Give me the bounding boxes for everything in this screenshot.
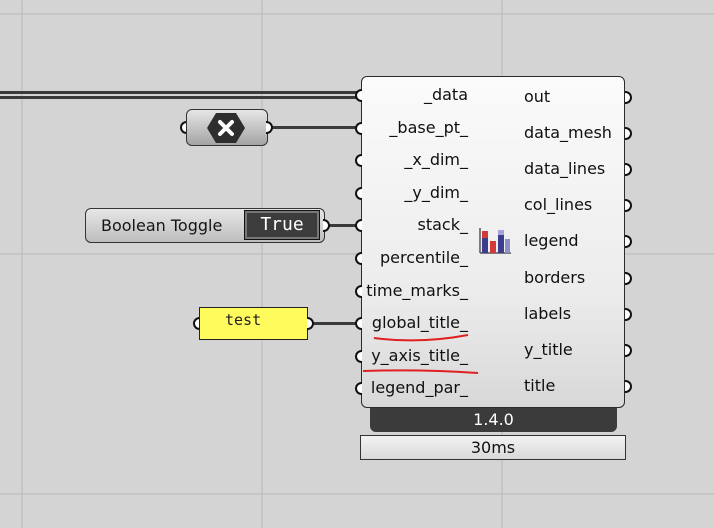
close-x-icon[interactable] <box>206 112 246 144</box>
output-label-2: data_lines <box>524 159 606 178</box>
input-label-1: _base_pt_ <box>389 118 468 137</box>
button-right-port[interactable] <box>266 121 273 134</box>
input-label-3: _y_dim_ <box>404 183 468 202</box>
version-bar: 1.4.0 <box>370 408 617 432</box>
output-label-4: legend <box>524 231 579 250</box>
input-port-8[interactable] <box>355 350 362 363</box>
panel-output-port[interactable] <box>307 317 314 330</box>
timing-bar: 30ms <box>360 435 626 460</box>
input-port-4[interactable] <box>355 219 362 232</box>
output-label-6: labels <box>524 304 572 323</box>
input-label-9: legend_par_ <box>370 378 468 397</box>
output-label-5: borders <box>524 268 586 287</box>
output-port-2[interactable] <box>625 163 632 176</box>
output-label-7: y_title <box>524 340 573 359</box>
toggle-wire[interactable] <box>329 224 358 227</box>
input-port-9[interactable] <box>355 382 362 395</box>
input-label-4: stack_ <box>417 215 468 234</box>
input-port-7[interactable] <box>355 317 362 330</box>
panel-wire[interactable] <box>312 322 358 325</box>
input-port-6[interactable] <box>355 285 362 298</box>
input-port-5[interactable] <box>355 252 362 265</box>
stacked-bar-chart-icon <box>479 228 511 254</box>
input-port-0[interactable] <box>355 89 362 102</box>
output-port-5[interactable] <box>625 272 632 285</box>
button-left-port[interactable] <box>180 121 187 134</box>
data-wire[interactable] <box>0 91 358 94</box>
output-label-8: title <box>524 376 556 395</box>
input-label-7: global_title_ <box>371 313 468 332</box>
input-label-5: percentile_ <box>379 248 468 267</box>
annotation-underlines <box>362 334 479 374</box>
output-port-6[interactable] <box>625 308 632 321</box>
data-wire-2[interactable] <box>0 96 358 99</box>
input-port-2[interactable] <box>355 154 362 167</box>
output-port-7[interactable] <box>625 344 632 357</box>
input-port-3[interactable] <box>355 187 362 200</box>
toggle-label: Boolean Toggle <box>101 216 223 235</box>
panel-input-port[interactable] <box>193 317 200 330</box>
toggle-value[interactable]: True <box>244 210 320 240</box>
text-panel[interactable]: test <box>199 307 308 340</box>
output-port-4[interactable] <box>625 235 632 248</box>
output-port-8[interactable] <box>625 380 632 393</box>
output-label-0: out <box>524 87 551 106</box>
input-label-8: y_axis_title_ <box>371 346 468 365</box>
output-port-0[interactable] <box>625 91 632 104</box>
output-port-1[interactable] <box>625 127 632 140</box>
input-label-0: _data <box>423 85 468 104</box>
output-label-3: col_lines <box>524 195 593 214</box>
input-label-6: time_marks_ <box>366 281 468 300</box>
toggle-output-port[interactable] <box>323 219 330 232</box>
input-port-1[interactable] <box>355 122 362 135</box>
input-label-2: _x_dim_ <box>404 150 468 169</box>
output-label-1: data_mesh <box>524 123 612 142</box>
output-port-3[interactable] <box>625 199 632 212</box>
button-wire[interactable] <box>272 126 358 129</box>
